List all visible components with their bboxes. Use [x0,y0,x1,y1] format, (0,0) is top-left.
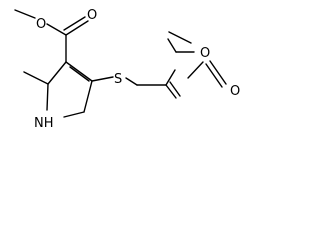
atom-label-nh: NH [34,116,54,131]
atom-label-ester-o-single: O [36,17,46,32]
bond-right-ch2-c [187,61,204,79]
bond-right-co [209,60,227,85]
bond-methyl [23,71,49,85]
bond-s-ch2 [125,77,138,86]
bond-carbonyl-double-2 [63,16,86,31]
bond-right-carbonyl-double-2 [169,81,181,97]
bond-right-o-methyl [167,38,177,53]
bond-right-carbonyl-o-single [165,69,176,86]
bond-c4-s [91,76,114,82]
bond-ring-c3-c4-inner [69,66,90,82]
bond-carbonyl-double-1 [65,20,89,36]
bond-ring-c3-c4 [65,61,93,82]
atom-label-right-o-double: O [230,84,240,99]
bond-right-o-ch3 [168,31,192,44]
bond-ring-c3-c2 [47,61,67,85]
bond-ring-c5-n1 [63,111,85,118]
molecule-structure: O O NH S O O [14,8,240,131]
structure-canvas: O O NH S O O [0,0,247,137]
atom-label-right-o-single: O [200,46,210,61]
bond-right-carbonyl-double-1 [165,84,177,99]
atom-label-ester-o-double: O [87,8,97,23]
bond-ring-c2-n1 [46,83,49,111]
bond-ring-c4-c5 [83,80,93,113]
bond-right-co-double [205,63,223,88]
bond-carbonyl-o-single [46,23,67,36]
atom-label-s: S [114,72,122,87]
bond-o-methyl [14,9,36,19]
